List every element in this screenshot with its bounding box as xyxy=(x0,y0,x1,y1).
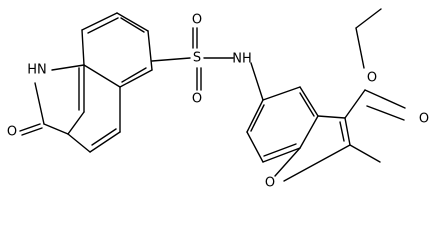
bond-line xyxy=(299,92,315,117)
bond-line xyxy=(34,82,45,125)
atom-label-lactam-oxygen: O xyxy=(7,125,17,140)
bond-line xyxy=(263,143,297,157)
bond-line xyxy=(262,147,301,163)
bond-line xyxy=(299,115,319,149)
bond-line xyxy=(246,131,264,163)
bond-line xyxy=(339,121,345,142)
bond-line xyxy=(120,17,145,33)
bond-line xyxy=(299,86,319,117)
atom-label-furan-oxygen: O xyxy=(265,176,275,191)
bond-line xyxy=(344,117,351,146)
atom-label-sulfur: S xyxy=(193,51,201,66)
bond-line xyxy=(121,67,147,83)
bond-line xyxy=(366,105,405,121)
atom-label-ester-ether-oxygen: O xyxy=(367,71,377,86)
atom-label-sulfonyl-oxygen-bottom: O xyxy=(192,92,202,107)
bond-line xyxy=(250,104,265,132)
bond-line xyxy=(89,131,121,153)
bond-line xyxy=(51,64,85,71)
atom-label-sulfonamide-nh: NH xyxy=(232,52,252,67)
atom-label-ester-carbonyl-oxygen: O xyxy=(419,112,429,127)
bond-line xyxy=(246,99,264,133)
atom-label-sulfonyl-oxygen-top: O xyxy=(192,13,202,28)
bond-line xyxy=(250,62,264,101)
bond-lines xyxy=(19,8,406,182)
bond-line xyxy=(119,69,153,88)
atom-label-hn: HN xyxy=(27,63,47,78)
bond-line xyxy=(116,12,149,32)
bond-line xyxy=(344,89,366,119)
bond-line xyxy=(83,64,121,88)
atom-labels: HN O S O O NH O O O xyxy=(7,13,429,191)
bond-line xyxy=(283,144,351,182)
chemical-structure-diagram: HN O S O O NH O O O xyxy=(7,8,429,191)
bond-line xyxy=(91,128,117,146)
bond-line xyxy=(349,144,381,163)
bond-line xyxy=(21,127,43,136)
bond-line xyxy=(19,123,41,132)
bond-line xyxy=(87,17,119,34)
bond-line xyxy=(81,12,118,31)
bond-line xyxy=(355,27,365,69)
bond-line xyxy=(81,29,85,66)
bond-line xyxy=(364,89,406,109)
bond-line xyxy=(43,123,69,135)
bond-line xyxy=(274,147,301,177)
bond-line xyxy=(147,30,153,71)
bond-line xyxy=(262,86,301,101)
bond-line xyxy=(355,8,382,29)
bond-line xyxy=(151,57,191,62)
bond-line xyxy=(67,133,91,153)
bond-line xyxy=(67,111,85,135)
bond-line xyxy=(317,115,346,119)
